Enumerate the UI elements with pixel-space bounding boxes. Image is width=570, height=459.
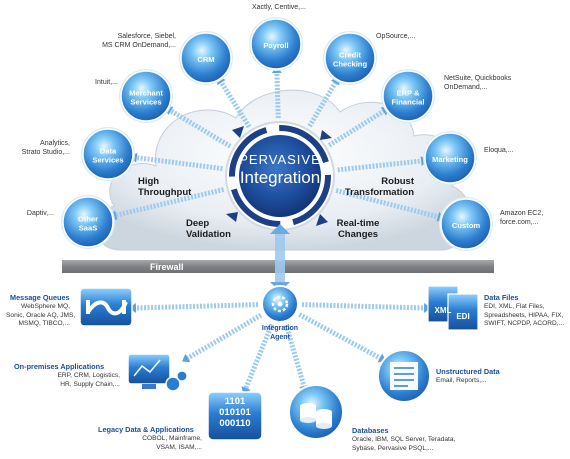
bubble-marketing: [424, 132, 476, 184]
bubble-label-merchant: Merchant Services: [129, 88, 163, 106]
label-realtime-changes: Real-time Changes: [336, 218, 380, 240]
data-files-desc: EDI, XML, Flat Files, Spreadsheets, HIPA…: [484, 303, 565, 327]
connector-custom: [335, 188, 439, 220]
gear-icon: [271, 295, 289, 313]
connector-onprem-apps: [186, 312, 263, 361]
note-othersaas: Daptiv,...: [26, 210, 54, 217]
legacy-title: Legacy Data & Applications: [98, 425, 194, 434]
cycle-arrowhead-icon: [320, 130, 332, 140]
note-crm: Salesforce, Siebel, MS CRM OnDemand,...: [102, 33, 176, 49]
arrowhead-icon: [181, 353, 191, 363]
gear-hub-icon: [277, 301, 283, 307]
edi-doc-label: EDI: [456, 312, 470, 321]
bubble-label-crm: CRM: [197, 54, 215, 64]
bubble-label-data: Data Services: [92, 146, 124, 164]
label-high-throughput: High Throughput: [138, 176, 192, 198]
label-robust-transformation: Robust Transformation: [344, 176, 414, 198]
onprem-apps-title: On-premises Applications: [14, 362, 105, 371]
connector-erp: [327, 109, 385, 148]
note-credit: OpSource,...: [376, 33, 416, 40]
note-erp: NetSuite, Quickbooks OnDemand,...: [444, 75, 512, 91]
applications-monitor-icon: [127, 353, 188, 392]
bubble-label-erp: ERP & Financial: [391, 88, 425, 106]
bubble-erp: [382, 70, 434, 122]
integration-agent-node: [261, 285, 299, 323]
hub-title-integration: Integration: [239, 168, 321, 187]
message-queue-icon: [79, 287, 133, 327]
connector-credit: [307, 81, 338, 128]
cycle-arrowhead-icon: [226, 212, 238, 222]
bubble-label-marketing: Marketing: [432, 154, 468, 164]
legacy-binary-line-3: 000110: [219, 418, 251, 429]
unstructured-data-icon: [377, 349, 431, 403]
note-merchant: Intuit,...: [95, 79, 118, 86]
connector-payroll: [274, 72, 281, 119]
xml-doc-label: XML: [434, 306, 452, 315]
onprem-apps-desc: ERP, CRM, Logistics, HR, Supply Chain,..…: [57, 372, 120, 388]
message-queues-title: Message Queues: [10, 293, 70, 302]
connector-data: [136, 155, 223, 172]
connector-databases: [283, 324, 307, 387]
connector-unstructured: [298, 312, 382, 361]
databases-title: Databases: [352, 426, 389, 435]
bubble-label-othersaas: Other SaaS: [77, 214, 99, 232]
bubble-crm: [180, 32, 232, 84]
note-marketing: Eloqua,...: [484, 147, 514, 154]
bubble-othersaas: [62, 196, 114, 248]
legacy-binary-line-2: 010101: [219, 407, 251, 418]
connector-message-queues: [135, 302, 259, 311]
databases-desc: Oracle, IBM, SQL Server, Teradata, Sybas…: [352, 436, 456, 452]
cloud-service-bubbles: [61, 17, 493, 251]
bubble-custom: [440, 198, 492, 250]
gear-icon: [165, 376, 181, 392]
note-custom: Amazon EC2, force.com,...: [500, 210, 544, 226]
data-files-title: Data Files: [484, 293, 519, 302]
bubble-label-credit: Credit Checking: [332, 50, 368, 68]
message-queues-desc: WebSphere MQ, Sonic, Oracle AQ, JMS, MSM…: [6, 303, 76, 327]
gear-icon: [176, 370, 188, 382]
bubble-data: [82, 128, 134, 180]
bubble-label-custom: Custom: [451, 220, 481, 230]
cycle-arrowhead-icon: [316, 214, 328, 226]
integration-agent-label: Integration Agent: [261, 325, 299, 341]
unstructured-desc: Email, Reports,...: [436, 377, 487, 384]
label-deep-validation: Deep Validation: [186, 218, 231, 240]
legacy-desc: COBOL, Mainframe, VSAM, ISAM,...: [142, 435, 202, 451]
agent-connectors: [129, 302, 431, 395]
bubble-merchant: [120, 70, 172, 122]
legacy-binary-line-1: 1101: [224, 396, 246, 407]
cycle-arrowhead-icon: [232, 126, 244, 138]
note-payroll: Xactly, Centive,...: [252, 4, 306, 11]
bubble-payroll: [250, 18, 302, 70]
firewall-label: Firewall: [150, 262, 184, 272]
connector-merchant: [169, 108, 232, 149]
connector-othersaas: [115, 187, 225, 218]
bubble-label-payroll: Payroll: [263, 40, 289, 50]
connector-crm: [219, 81, 252, 129]
connector-legacy: [243, 323, 275, 389]
note-data: Analytics, Strato Studio,...: [21, 140, 70, 156]
legacy-binary-icon: [207, 391, 263, 441]
connector-data-files: [301, 302, 425, 311]
bubble-credit: [324, 32, 376, 84]
data-files-icon: [427, 285, 479, 331]
hub-title-pervasive: PERVASIVE: [239, 152, 321, 167]
unstructured-title: Unstructured Data: [436, 367, 500, 376]
database-icon: [288, 384, 344, 440]
